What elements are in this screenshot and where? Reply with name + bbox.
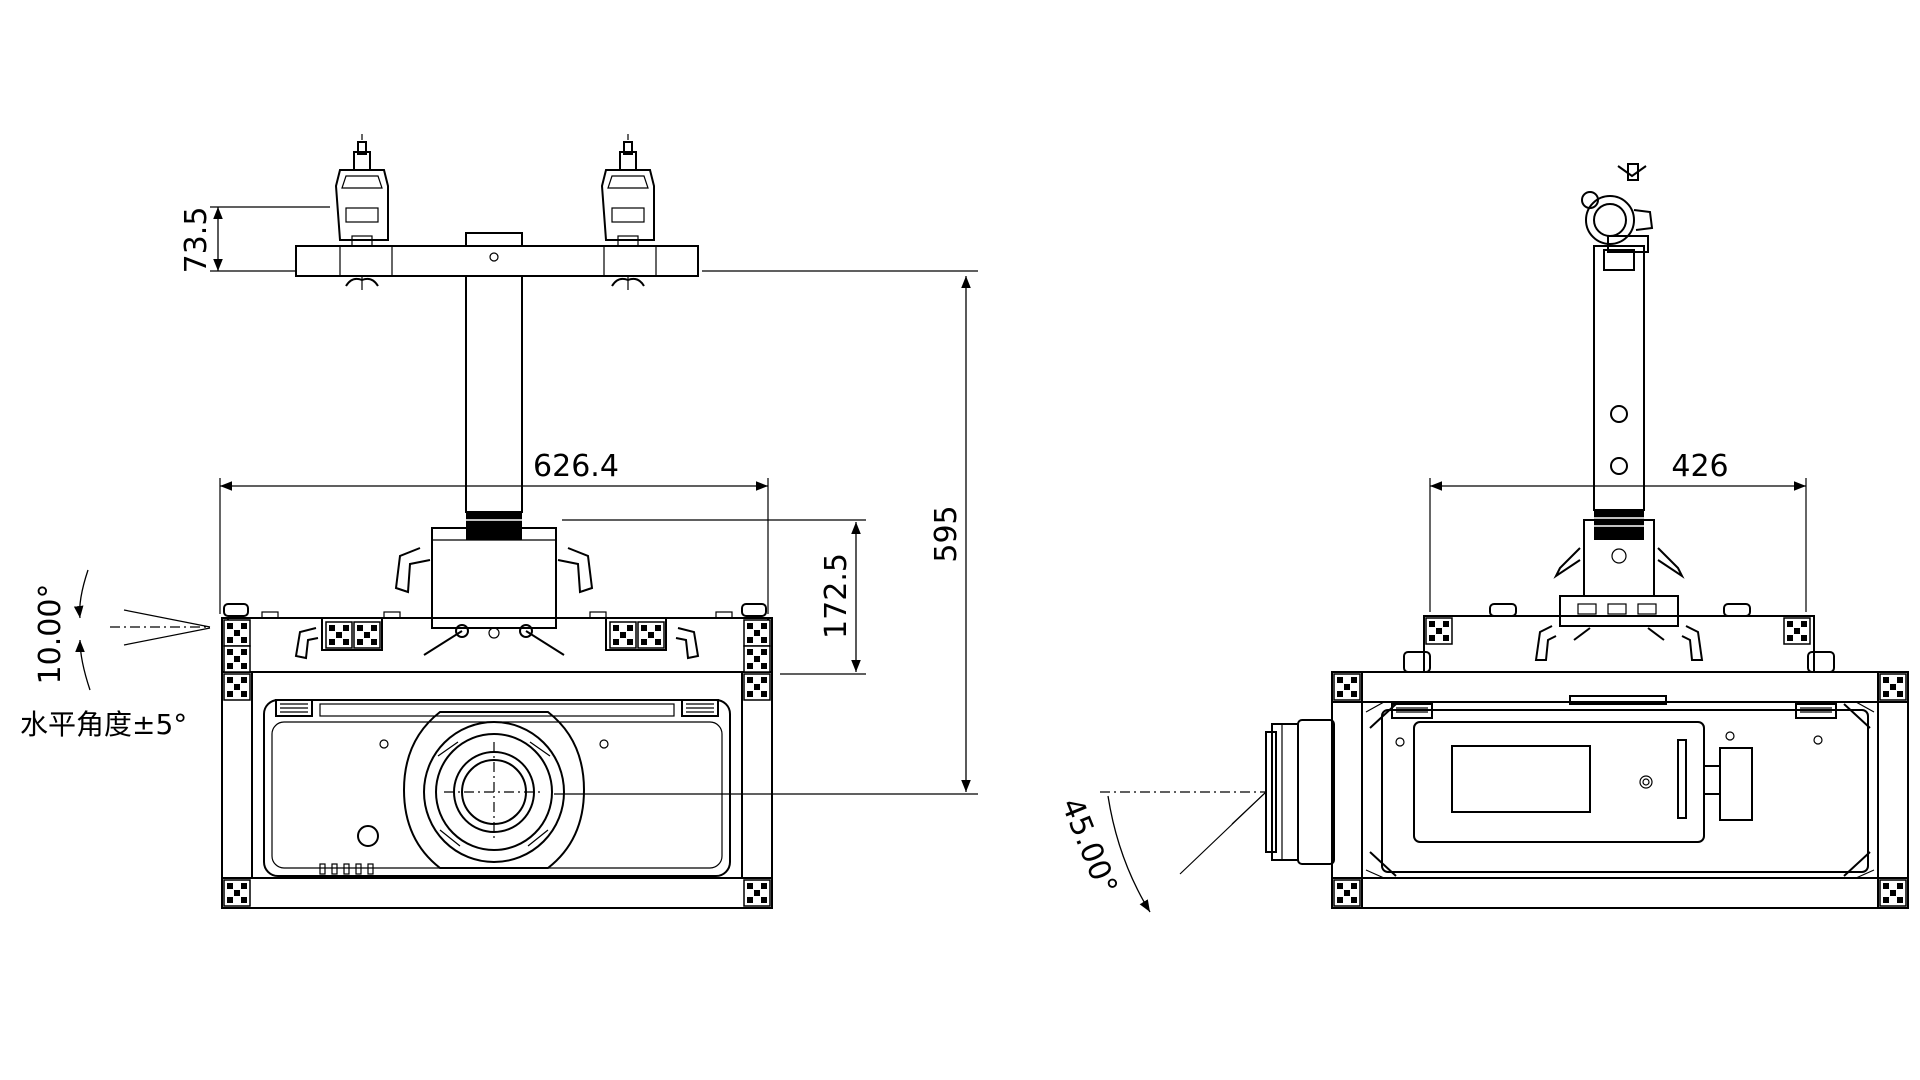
side-mount-plate: [1423, 615, 1815, 673]
dim-bracket-height: 172.5: [819, 553, 854, 639]
side-view: [1100, 163, 1909, 913]
front-clamp-left: [334, 134, 389, 290]
front-clamp-right: [600, 134, 655, 290]
side-pole: [1593, 245, 1645, 511]
front-projector: [263, 699, 731, 877]
front-dimensions: 73.5 626.4 595 172.5 10.00° 水平角度±5°: [20, 206, 978, 795]
front-bracket: [431, 527, 557, 629]
front-pole: [465, 275, 523, 513]
side-frame: [1331, 671, 1909, 909]
dim-side-width: 426: [1671, 449, 1728, 484]
front-top-bar: [295, 245, 699, 277]
side-clamp: [1581, 163, 1654, 253]
note-horizontal-angle: 水平角度±5°: [20, 708, 187, 741]
front-view: [73, 134, 773, 909]
side-projector: [1381, 709, 1869, 873]
dim-top-offset: 73.5: [179, 207, 214, 274]
side-dimensions: 426 45.00°: [1054, 449, 1807, 900]
front-lens: [402, 711, 586, 869]
dim-side-angle: 45.00°: [1054, 793, 1124, 900]
dim-total-height: 595: [929, 505, 964, 562]
dim-front-width: 626.4: [533, 449, 619, 484]
front-frame: [221, 617, 773, 909]
dim-tilt-angle: 10.00°: [33, 584, 68, 685]
side-lens: [1265, 719, 1335, 865]
